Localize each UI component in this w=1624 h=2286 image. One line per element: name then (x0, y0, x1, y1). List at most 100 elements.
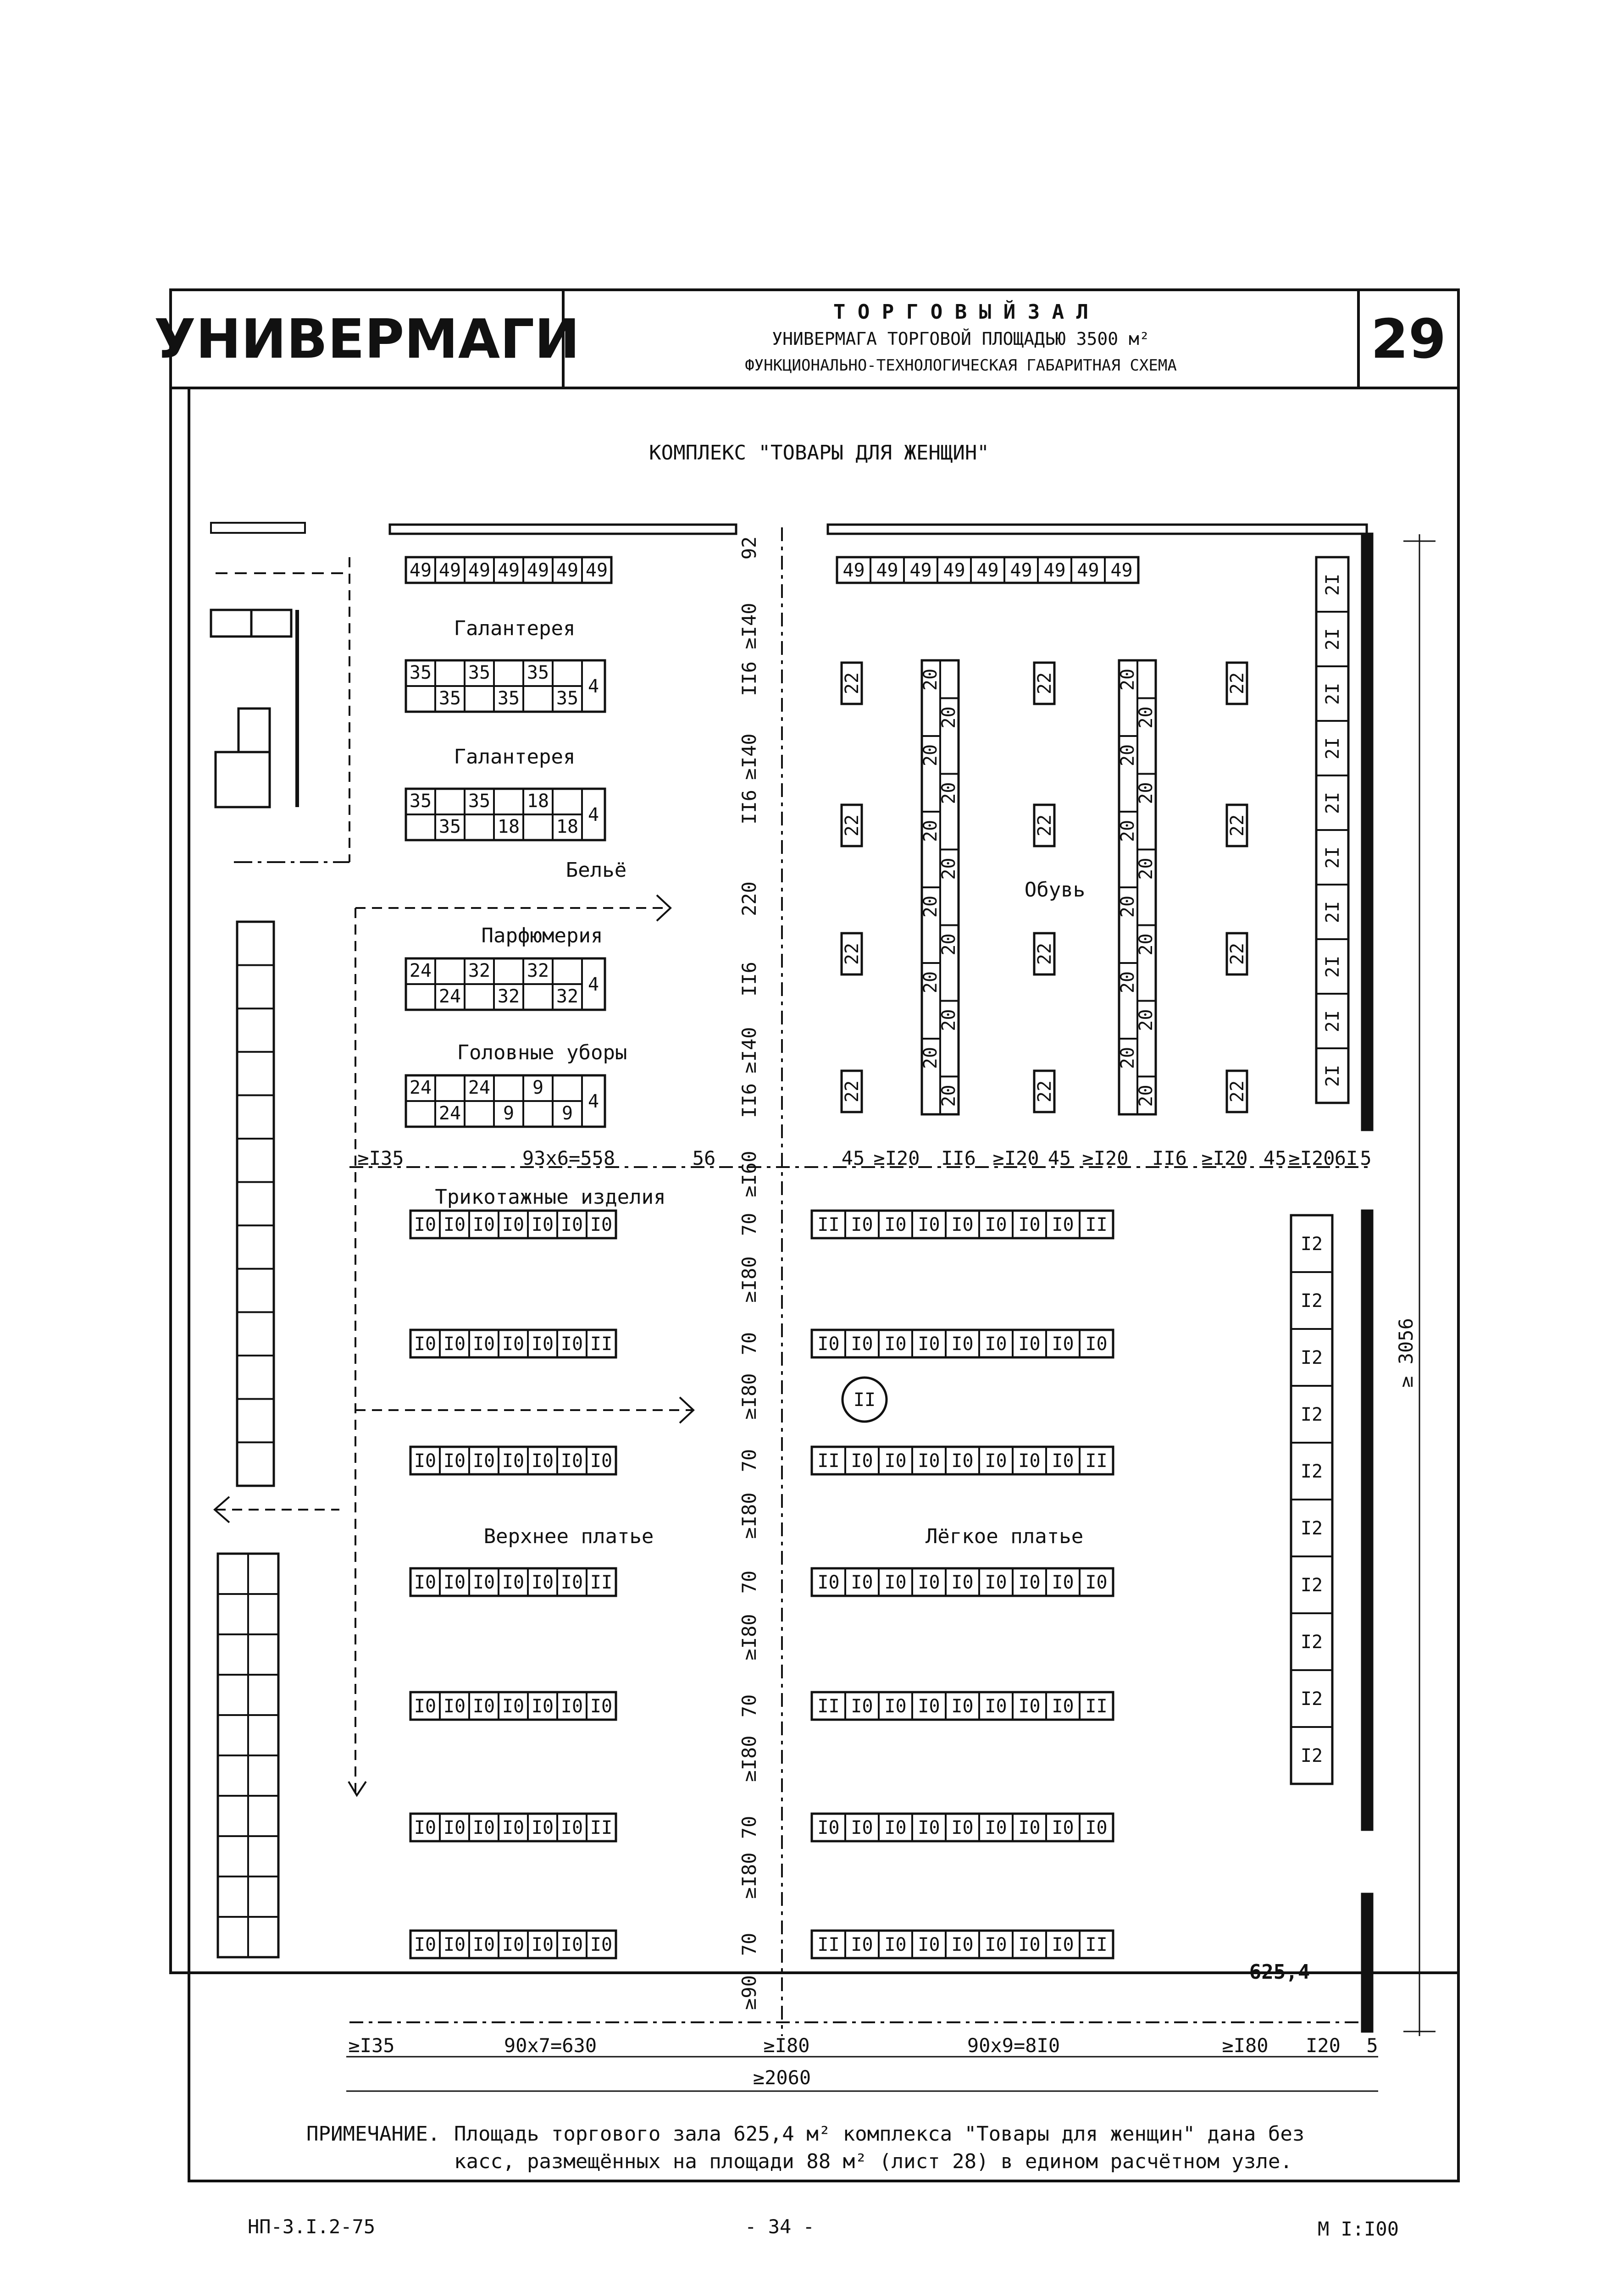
fixture-cell: I0 (561, 1334, 583, 1355)
fixture-cell: I0 (414, 1334, 436, 1355)
fixture-cell: 32 (527, 960, 549, 981)
fixture-cell: 9 (532, 1077, 543, 1098)
fixture-cell: I0 (951, 1817, 973, 1838)
stand-cell: 22 (842, 672, 863, 694)
label-outerwear: Верхнее платье (484, 1525, 654, 1548)
island-cell: 20 (1117, 896, 1138, 918)
island-cell: 20 (938, 782, 959, 804)
fixture-cell: I0 (532, 1450, 554, 1472)
fixture-cell: I0 (1052, 1334, 1074, 1355)
fixture-cell: 35 (527, 662, 549, 683)
fixture-cell: I0 (532, 1572, 554, 1593)
fixture-cell: I0 (561, 1934, 583, 1955)
fixture-cell: I0 (414, 1696, 436, 1717)
fixture-cell: 49 (1077, 560, 1099, 581)
wall-unit-cell: 2I (1322, 901, 1343, 923)
fitting-room-mark: II (841, 1376, 888, 1423)
dimension-label: 90х7=630 (504, 2034, 597, 2057)
shoe-stand: 22 (1033, 661, 1056, 705)
fixture-cell: I0 (985, 1572, 1007, 1593)
fixture-cell: I0 (561, 1817, 583, 1838)
title-line-2: УНИВЕРМАГА ТОРГОВОЙ ПЛОЩАДЬЮ 3500 м² (772, 329, 1150, 349)
vertical-dimension: ≥I40 (738, 733, 760, 780)
stand-cell: 22 (1034, 943, 1055, 965)
fixture-cell: 35 (556, 688, 578, 709)
fixture-cell: II (817, 1934, 839, 1955)
dimensions: 92≥I40II6≥I40II6220II6≥I40II6≥I6070≥I807… (348, 537, 1378, 2057)
fixture-cell: I0 (561, 1450, 583, 1472)
fixture-cell: I0 (817, 1817, 839, 1838)
fixture-cell: I0 (590, 1934, 612, 1955)
fixture-cell: I0 (918, 1934, 940, 1955)
footer-scale: М I:I00 (1318, 2218, 1399, 2240)
cabin-cell: I2 (1301, 1575, 1323, 1596)
fixture-cell: 24 (439, 986, 461, 1007)
fixture-cell: I0 (1052, 1696, 1074, 1717)
fixture-cell: I0 (1052, 1450, 1074, 1472)
vertical-dimension: ≥I80 (738, 1492, 760, 1539)
fixture-cell: I0 (985, 1696, 1007, 1717)
fixture-cell: 49 (1010, 560, 1032, 581)
vertical-dimension: 220 (738, 881, 760, 916)
fixture-cell: 49 (876, 560, 898, 581)
dimension-label: 56 (693, 1147, 716, 1169)
fixture-cell: I0 (502, 1450, 524, 1472)
fixture-cell: I0 (443, 1334, 466, 1355)
fixture-cell: 32 (556, 986, 578, 1007)
fixture-cell: 35 (439, 688, 461, 709)
fixture-cell: I0 (473, 1817, 495, 1838)
fixture-cell: I0 (473, 1696, 495, 1717)
title-line-3: ФУНКЦИОНАЛЬНО-ТЕХНОЛОГИЧЕСКАЯ ГАБАРИТНАЯ… (745, 356, 1177, 375)
fixture-cell: 49 (468, 560, 490, 581)
circulation-lines (216, 527, 1436, 2092)
island-cell: 20 (920, 1047, 941, 1069)
fixture-cell: I0 (590, 1450, 612, 1472)
fixture-cell: I0 (1085, 1572, 1107, 1593)
fixture-cell: I0 (985, 1934, 1007, 1955)
fixture-cell: I0 (414, 1214, 436, 1235)
fixture-cell: 49 (556, 560, 578, 581)
fixture-cell: 18 (527, 791, 549, 812)
fixture-cell: I0 (1052, 1572, 1074, 1593)
dimension-label: ≥I20 (1288, 1147, 1335, 1169)
dimension-label: ≥I20 (873, 1147, 920, 1169)
series-title: УНИВЕРМАГИ (154, 307, 580, 371)
fixture-cell: I0 (1052, 1934, 1074, 1955)
fixture-cell: II (1085, 1934, 1107, 1955)
fixture-cell: I0 (1018, 1696, 1040, 1717)
fixture-cell: I0 (918, 1696, 940, 1717)
stand-cell: 22 (842, 1080, 863, 1102)
stand-cell: 22 (1034, 672, 1055, 694)
dimension-label: 45 (842, 1147, 865, 1169)
fixture-cell: 35 (410, 662, 432, 683)
fixture-cell: I0 (851, 1334, 873, 1355)
fixture-cell: I0 (1052, 1817, 1074, 1838)
title-block: УНИВЕРМАГИ Т О Р Г О В Ы Й З А Л УНИВЕРМ… (154, 288, 1460, 389)
fixture-cell: I0 (884, 1572, 906, 1593)
walls (388, 523, 1374, 2033)
island-cell: 20 (938, 933, 959, 955)
fixture-cell: I0 (502, 1214, 524, 1235)
island-cell: 20 (1136, 933, 1157, 955)
wall-unit-cell: 2I (1322, 683, 1343, 705)
fixture-cell: I0 (561, 1572, 583, 1593)
shoe-stand: 22 (1033, 1069, 1056, 1113)
island-cell: 20 (938, 1009, 959, 1031)
wall-unit-cell: 2I (1322, 1065, 1343, 1087)
fixture-cell: I0 (590, 1214, 612, 1235)
fixture-cell: I0 (951, 1934, 973, 1955)
fixture-cell: 49 (1110, 560, 1132, 581)
vertical-dimension: ≥90 (738, 1975, 760, 2010)
vertical-dimension: ≥I80 (738, 1735, 760, 1782)
shoe-stand: 22 (1033, 803, 1056, 847)
cabin-cell: I2 (1301, 1745, 1323, 1766)
wall-unit-cell: 2I (1322, 1010, 1343, 1032)
